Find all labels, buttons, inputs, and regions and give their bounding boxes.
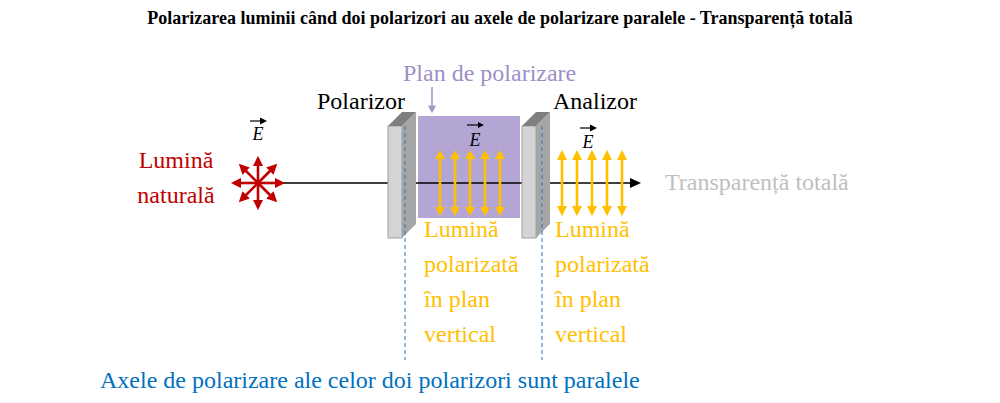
- plate-top: [388, 112, 416, 126]
- plane-label: Plan de polarizare: [403, 59, 576, 87]
- plate-top: [522, 112, 550, 126]
- arrowhead: [450, 150, 460, 159]
- vector-arrow: [467, 124, 479, 125]
- beam-line: [283, 182, 631, 183]
- field-vector: [258, 166, 275, 183]
- arrowhead: [495, 207, 505, 216]
- part-name: Polarizor: [317, 87, 405, 115]
- field-vector: [591, 153, 594, 213]
- vector-arrow: [580, 127, 595, 128]
- plate-face: [388, 126, 402, 238]
- axis-line: [542, 126, 543, 360]
- analyzer-plate: [522, 112, 550, 238]
- field-vector-shaft: [439, 157, 442, 209]
- plane-drawing: [418, 116, 520, 218]
- field-vector-shaft: [484, 157, 487, 209]
- field-vector: [257, 159, 260, 183]
- diagram-title: Polarizarea luminii când doi polarizori …: [147, 6, 852, 30]
- arrowhead: [465, 150, 475, 159]
- arrowhead: [435, 150, 445, 159]
- arrowhead: [450, 207, 460, 216]
- plate-face: [522, 126, 536, 238]
- field-symbol: E: [583, 132, 594, 153]
- light-label: Lumină polarizată în plan vertical: [555, 212, 667, 352]
- arrowhead: [465, 207, 475, 216]
- diagram-caption: Axele de polarizare ale celor doi polari…: [100, 366, 640, 394]
- field-symbol: E: [253, 124, 264, 145]
- field-vector: [450, 150, 460, 216]
- field-vector: [257, 183, 260, 207]
- field-vector: [258, 182, 282, 185]
- polarization-plane: E: [418, 116, 520, 218]
- field-vector-shaft: [454, 157, 457, 209]
- vector-arrow: [250, 120, 265, 121]
- field-vector: [576, 153, 579, 213]
- field-vector: [234, 182, 258, 185]
- plate-side: [536, 112, 550, 238]
- polarized-light-arrows: [562, 153, 622, 213]
- field-vector: [258, 183, 275, 200]
- beam-arrowhead: [630, 178, 641, 188]
- arrowhead: [435, 207, 445, 216]
- polarizer-plate: [388, 112, 416, 238]
- field-vector: [465, 150, 475, 216]
- arrowhead: [478, 122, 484, 128]
- field-vector: [435, 150, 445, 216]
- light-label: Lumină naturală: [125, 143, 227, 213]
- field-vector: [241, 166, 258, 183]
- result-label: Transparență totală: [665, 168, 849, 196]
- field-vector: [241, 183, 258, 200]
- field-vector: [606, 153, 609, 213]
- field-vector-shaft: [499, 157, 502, 209]
- arrowhead: [480, 150, 490, 159]
- arrowhead: [480, 207, 490, 216]
- field-vector: [480, 150, 490, 216]
- field-symbol: E: [470, 130, 481, 151]
- leader-arrow: [431, 87, 433, 111]
- field-vector-shaft: [469, 157, 472, 209]
- axis-line: [405, 126, 406, 360]
- plate-side: [402, 112, 416, 238]
- natural-light-star: [234, 159, 282, 207]
- field-vector: [495, 150, 505, 216]
- arrowhead: [495, 150, 505, 159]
- part-name: Analizor: [553, 87, 637, 115]
- light-label: Lumină polarizată în plan vertical: [424, 212, 536, 352]
- field-vector: [621, 153, 624, 213]
- field-vector: [561, 153, 564, 213]
